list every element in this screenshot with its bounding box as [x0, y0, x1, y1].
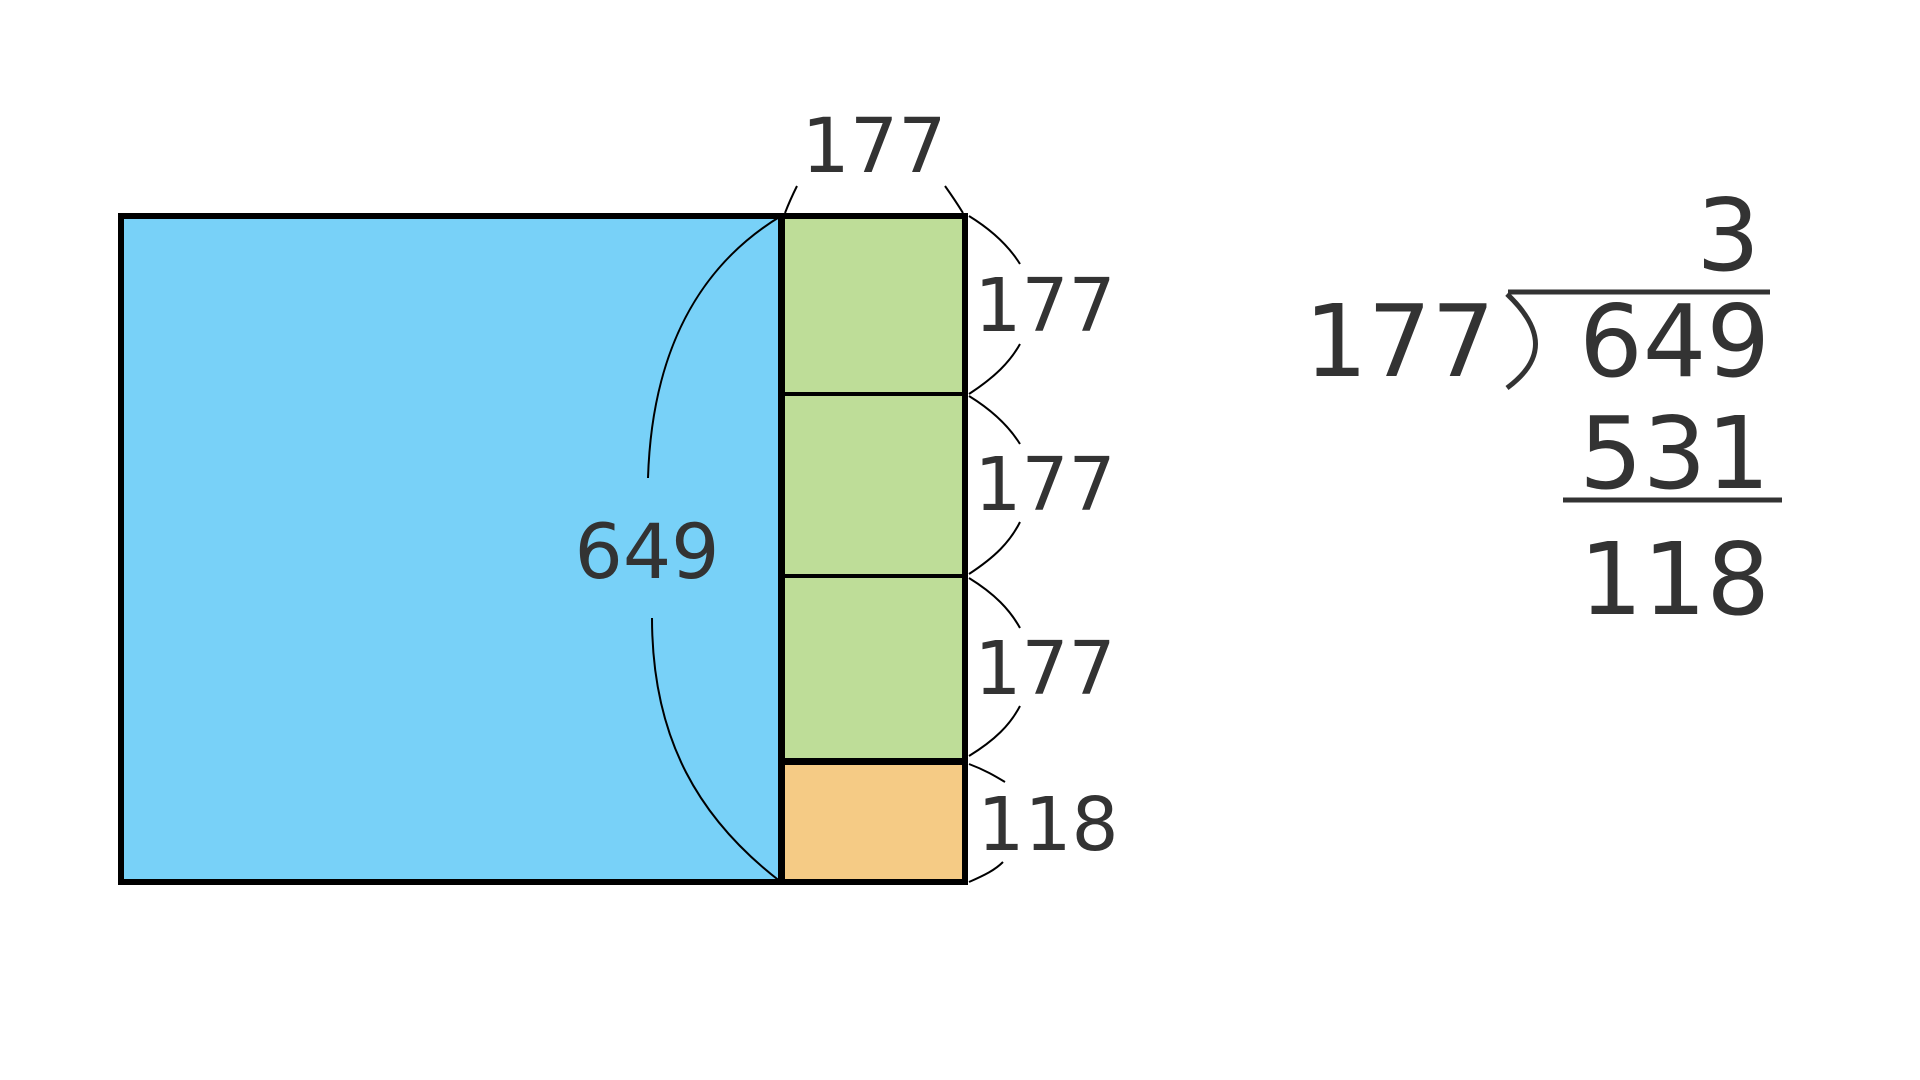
- remainder-block: [781, 761, 967, 884]
- segment-brace-3: [968, 577, 1021, 757]
- segment-label-2: 177: [974, 442, 1115, 528]
- strip-block-1: [781, 214, 967, 396]
- segment-brace-1: [968, 215, 1021, 395]
- remainder-brace: [968, 763, 1006, 883]
- top-width-brace-right: [944, 185, 964, 214]
- product-value: 531: [1579, 395, 1770, 512]
- segment-brace-2: [968, 395, 1021, 575]
- remainder-segment-label: 118: [977, 782, 1118, 868]
- height-brace-upper: [647, 215, 782, 479]
- division-bracket: [1505, 292, 1538, 391]
- strip-outline: [778, 213, 968, 885]
- top-width-brace-left: [784, 185, 798, 214]
- height-brace-lower: [651, 617, 782, 883]
- quotient-value: 3: [1696, 177, 1760, 294]
- segment-label-1: 177: [974, 263, 1115, 349]
- main-area-rectangle: [118, 213, 784, 885]
- strip-block-3: [781, 574, 967, 762]
- dividend-value: 649: [1579, 283, 1770, 400]
- divisor-value: 177: [1304, 283, 1495, 400]
- strip-block-2: [781, 392, 967, 578]
- remainder-value: 118: [1579, 521, 1770, 638]
- long-division: 3 177 649 531 118: [1304, 177, 1782, 638]
- segment-label-3: 177: [974, 626, 1115, 712]
- total-height-label: 649: [574, 507, 719, 596]
- strip-width-label: 177: [801, 101, 946, 190]
